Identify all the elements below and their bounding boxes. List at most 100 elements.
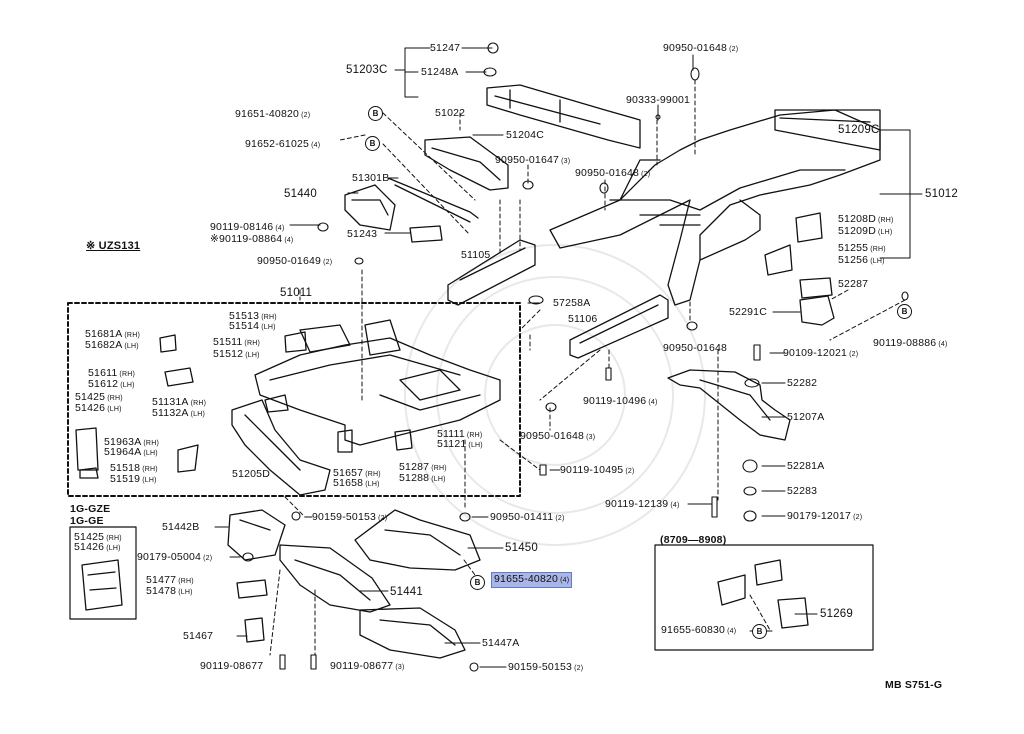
part-label-51011[interactable]: 51011 xyxy=(280,287,312,299)
part-label-90119_08864[interactable]: ※90119-08864(4) xyxy=(210,233,293,247)
part-label-51209c[interactable]: 51209C xyxy=(838,124,879,136)
part-label-51425b[interactable]: 51425(RH) xyxy=(74,531,122,545)
part-qualifier: (4) xyxy=(670,502,680,509)
part-label-51518[interactable]: 51518(RH) xyxy=(110,462,158,476)
part-label-51105[interactable]: 51105 xyxy=(461,249,490,261)
part-label-51512[interactable]: 51512(LH) xyxy=(213,348,260,362)
part-number: 51203C xyxy=(346,64,388,76)
part-label-51682a[interactable]: 51682A(LH) xyxy=(85,339,139,353)
part-qualifier: (RH) xyxy=(431,465,447,472)
part-label-51106[interactable]: 51106 xyxy=(568,313,597,325)
part-number: 91652-61025 xyxy=(245,138,310,150)
part-label-51203c[interactable]: 51203C xyxy=(346,64,387,76)
part-label-52283[interactable]: 52283 xyxy=(787,485,817,497)
part-label-51301b[interactable]: 51301B xyxy=(352,172,389,184)
part-label-51477[interactable]: 51477(RH) xyxy=(146,574,194,588)
part-label-91652[interactable]: 91652-61025(4) xyxy=(245,138,320,152)
part-label-51658[interactable]: 51658(LH) xyxy=(333,477,380,491)
part-label-90950_01647[interactable]: 90950-01647(3) xyxy=(495,154,570,168)
part-label-51208d[interactable]: 51208D(RH) xyxy=(838,213,894,227)
part-label-51514[interactable]: 51514(LH) xyxy=(229,320,276,334)
part-label-51256[interactable]: 51256(LH) xyxy=(838,254,885,268)
part-label-51964a[interactable]: 51964A(LH) xyxy=(104,446,158,460)
part-label-51287[interactable]: 51287(RH) xyxy=(399,461,447,475)
part-qualifier: (4) xyxy=(648,399,658,406)
part-label-52281a[interactable]: 52281A xyxy=(787,460,824,472)
part-label-51441[interactable]: 51441 xyxy=(390,586,423,598)
part-label-90950_01648[interactable]: 90950-01648 xyxy=(663,342,727,354)
part-label-51255[interactable]: 51255(RH) xyxy=(838,242,886,256)
part-label-51426[interactable]: 51426(LH) xyxy=(75,402,122,416)
part-label-51442b[interactable]: 51442B xyxy=(162,521,199,533)
part-label-51511[interactable]: 51511(RH) xyxy=(213,336,260,350)
part-qualifier: (2) xyxy=(203,555,213,562)
part-label-90333[interactable]: 90333-99001 xyxy=(626,94,690,106)
part-number: 51131A xyxy=(152,396,189,408)
part-label-90119_10496[interactable]: 90119-10496(4) xyxy=(583,395,657,409)
part-label-90119_10495[interactable]: 90119-10495(2) xyxy=(560,464,634,478)
part-label-90119_08146[interactable]: 90119-08146(4) xyxy=(210,221,284,235)
part-label-90950_01648_2[interactable]: 90950-01648(2) xyxy=(663,42,738,56)
dashed-leaders xyxy=(269,79,906,656)
part-label-51657[interactable]: 51657(RH) xyxy=(333,467,381,481)
part-label-90159_50153_2b[interactable]: 90159-50153(2) xyxy=(508,661,583,675)
part-label-57258a[interactable]: 57258A xyxy=(553,297,590,309)
part-label-51425[interactable]: 51425(RH) xyxy=(75,391,123,405)
part-label-90109[interactable]: 90109-12021(2) xyxy=(783,347,858,361)
part-label-51247[interactable]: 51247 xyxy=(430,42,460,54)
part-label-51612[interactable]: 51612(LH) xyxy=(88,378,135,392)
part-label-51132a[interactable]: 51132A(LH) xyxy=(152,407,205,421)
part-label-51963a[interactable]: 51963A(RH) xyxy=(104,436,159,450)
part-label-90950_01411[interactable]: 90950-01411(2) xyxy=(490,511,564,525)
part-label-90179_05004[interactable]: 90179-05004(2) xyxy=(137,551,212,565)
part-label-51111[interactable]: 51111(RH) xyxy=(437,428,482,442)
part-label-91651[interactable]: 91651-40820(2) xyxy=(235,108,310,122)
part-label-51207a[interactable]: 51207A xyxy=(787,411,824,423)
part-label-51022[interactable]: 51022 xyxy=(435,107,465,119)
part-label-51204c[interactable]: 51204C xyxy=(506,129,544,141)
part-label-51611[interactable]: 51611(RH) xyxy=(88,367,135,381)
part-label-51681a[interactable]: 51681A(RH) xyxy=(85,328,140,342)
part-label-90119_08886[interactable]: 90119-08886(4) xyxy=(873,337,947,351)
part-label-51248a[interactable]: 51248A xyxy=(421,66,458,78)
part-label-51513[interactable]: 51513(RH) xyxy=(229,310,277,324)
part-label-52291c[interactable]: 52291C xyxy=(729,306,767,318)
part-label-51131a[interactable]: 51131A(RH) xyxy=(152,396,206,410)
part-label-51467[interactable]: 51467 xyxy=(183,630,213,642)
part-label-51519[interactable]: 51519(LH) xyxy=(110,473,157,487)
part-label-51243[interactable]: 51243 xyxy=(347,228,377,240)
part-label-51269[interactable]: 51269 xyxy=(820,608,853,620)
part-number: 52281A xyxy=(787,460,825,472)
part-number: 51425 xyxy=(75,391,106,403)
part-label-91655_60830[interactable]: 91655-60830(4) xyxy=(661,624,736,638)
part-number: 90950-01648 xyxy=(663,42,728,54)
part-label-51440[interactable]: 51440 xyxy=(284,188,317,200)
part-label-91655_40820[interactable]: 91655-40820(4) xyxy=(490,572,573,588)
part-label-90950_01648_2b[interactable]: 90950-01648(2) xyxy=(575,167,650,181)
part-label-90119_08677b[interactable]: 90119-08677(3) xyxy=(330,660,404,674)
part-qualifier: (3) xyxy=(586,434,596,441)
part-number: 51022 xyxy=(435,107,466,119)
part-label-52287[interactable]: 52287 xyxy=(838,278,868,290)
part-label-51447a[interactable]: 51447A xyxy=(482,637,519,649)
part-label-90119_12139[interactable]: 90119-12139(4) xyxy=(605,498,679,512)
part-label-51121[interactable]: 51121(LH) xyxy=(437,438,483,452)
part-label-90950_01648_3[interactable]: 90950-01648(3) xyxy=(520,430,595,444)
part-label-52282[interactable]: 52282 xyxy=(787,377,817,389)
part-label-90179_12017[interactable]: 90179-12017(2) xyxy=(787,510,862,524)
part-label-51209d[interactable]: 51209D(LH) xyxy=(838,225,892,239)
part-label-51426b[interactable]: 51426(LH) xyxy=(74,541,121,555)
part-label-90119_08677a[interactable]: 90119-08677 xyxy=(200,660,263,672)
part-number: 52287 xyxy=(838,278,869,290)
part-label-51450[interactable]: 51450 xyxy=(505,542,538,554)
part-label-51288[interactable]: 51288(LH) xyxy=(399,472,446,486)
part-qualifier: (LH) xyxy=(870,258,885,265)
part-label-51478[interactable]: 51478(LH) xyxy=(146,585,193,599)
part-qualifier: (2) xyxy=(625,468,635,475)
part-label-90950_01649[interactable]: 90950-01649(2) xyxy=(257,255,332,269)
part-label-51205d[interactable]: 51205D xyxy=(232,468,270,480)
part-label-51012[interactable]: 51012 xyxy=(925,188,958,200)
part-label-90159_50153_2a[interactable]: 90159-50153(2) xyxy=(312,511,387,525)
bolt-badge-icon: B xyxy=(897,304,912,319)
